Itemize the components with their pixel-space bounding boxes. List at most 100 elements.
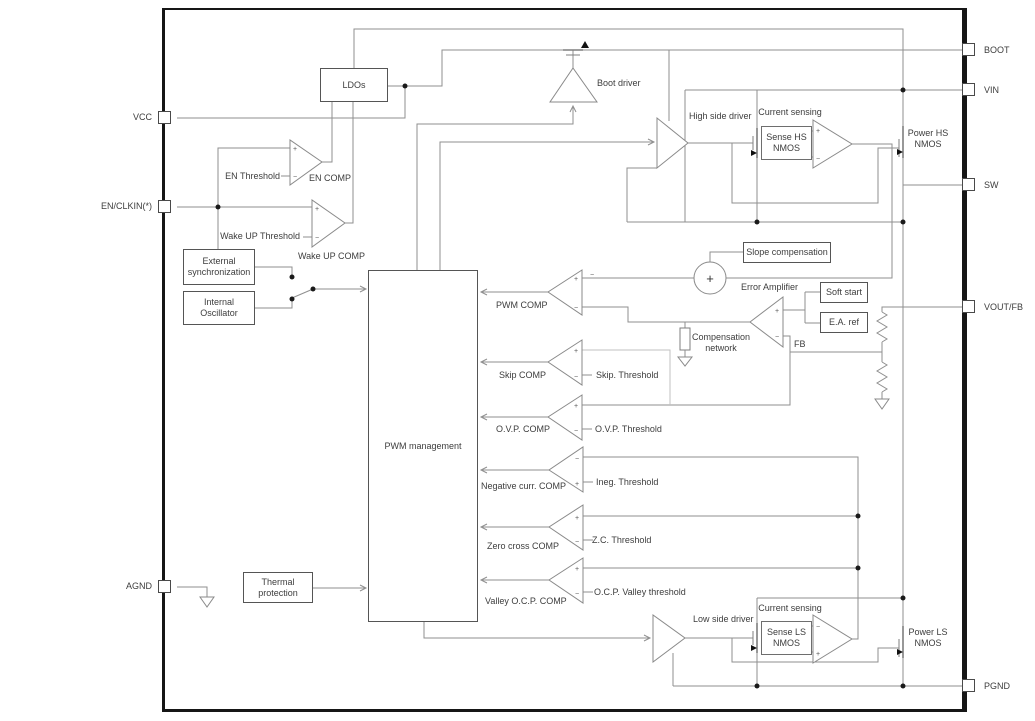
pin-label-agnd: AGND <box>125 581 152 591</box>
valley-comp-minus: − <box>575 591 579 598</box>
current-sensing-ls-label: Current sensing <box>758 603 822 613</box>
high-side-driver-label: High side driver <box>689 111 752 121</box>
pwm-management-block: PWM management <box>368 270 478 622</box>
wire-vcc <box>177 86 406 119</box>
wake-comp-label: Wake UP COMP <box>298 251 366 261</box>
pin-agnd <box>158 580 171 593</box>
internal-osc-block: Internal Oscillator <box>183 291 255 325</box>
arrow-valleycomp <box>479 576 488 584</box>
compensation-network-label: Compensation network <box>691 332 751 353</box>
pin-vcc <box>158 111 171 124</box>
junction-intosc <box>289 296 295 302</box>
wire-agnd <box>177 586 208 597</box>
hs-driver-triangle <box>656 116 689 170</box>
pwm-comp-plus: + <box>574 276 578 283</box>
divider-ground-icon <box>874 398 890 410</box>
skip-comp-plus: + <box>574 348 578 355</box>
agnd-ground-icon <box>199 596 215 608</box>
error-amp-minus: − <box>775 334 779 341</box>
summing-plus: + <box>706 271 714 286</box>
divider-resistor-top <box>876 311 888 343</box>
junction-extsync <box>289 274 295 280</box>
skip-comp-label: Skip COMP <box>499 370 547 380</box>
zc-threshold-label: Z.C. Threshold <box>592 535 652 545</box>
arrow-zccomp <box>479 523 488 531</box>
wire-skip-plus <box>582 349 671 405</box>
en-comp-minus: − <box>293 174 297 181</box>
wake-comp-triangle <box>311 199 346 248</box>
wire-ls-sense-bus <box>583 456 859 640</box>
pwm-comp-minus: − <box>574 305 578 312</box>
ls-amp-minus: − <box>816 624 820 631</box>
hs-amp-plus: + <box>816 128 820 135</box>
ocp-valley-threshold-label: O.C.P. Valley threshold <box>594 587 686 597</box>
junction-osc-common <box>310 286 316 292</box>
zc-comp-label: Zero cross COMP <box>487 541 560 551</box>
pwm-comp-triangle <box>547 269 583 316</box>
sense-hs-body-arrow-icon <box>751 150 757 156</box>
arrow-bootdrv <box>569 104 577 113</box>
arrow-thermal <box>359 584 368 592</box>
en-comp-plus: + <box>293 146 297 153</box>
pin-sw <box>962 178 975 191</box>
en-comp-label: EN COMP <box>309 173 352 183</box>
ovp-threshold-label: O.V.P. Threshold <box>595 424 662 434</box>
skip-threshold-label: Skip. Threshold <box>596 370 659 380</box>
pin-label-boot: BOOT <box>984 45 1010 55</box>
compnet-ground-icon <box>676 356 694 367</box>
neg-comp-plus: + <box>575 481 579 488</box>
neg-comp-minus: − <box>575 456 579 463</box>
ineg-threshold-label: Ineg. Threshold <box>596 477 659 487</box>
pin-label-vin: VIN <box>984 85 1000 95</box>
wake-threshold-label: Wake UP Threshold <box>220 231 300 241</box>
junction-sense-hs-src <box>754 219 760 225</box>
ls-sense-amp-triangle <box>812 614 853 664</box>
ovp-comp-plus: + <box>574 403 578 410</box>
junction-sense-ls-src <box>754 683 760 689</box>
wire-ldo-to-bootfet <box>388 49 563 87</box>
valley-comp-plus: + <box>575 566 579 573</box>
ovp-comp-label: O.V.P. COMP <box>496 424 551 434</box>
divider-resistor-bottom <box>876 361 888 393</box>
wire-pwm-to-lsdrv <box>423 622 650 639</box>
amplifier-triangles <box>289 67 853 664</box>
thermal-protection-block: Thermal protection <box>243 572 313 603</box>
pin-pgnd <box>962 679 975 692</box>
arrow-pwmcomp <box>479 288 488 296</box>
wire-ldo-vin <box>353 28 904 90</box>
wire-hs-gate-branch <box>731 143 899 204</box>
summing-node <box>693 261 727 295</box>
zc-comp-triangle <box>548 504 584 551</box>
pwm-comp-sum-minus: − <box>590 272 594 279</box>
wire-intosc-out <box>255 299 293 309</box>
zc-comp-minus: − <box>575 539 579 546</box>
boot-driver-triangle <box>549 67 598 103</box>
pin-label-sw: SW <box>984 180 999 190</box>
compnet-resistor <box>679 327 691 351</box>
junction-valley <box>855 565 861 571</box>
sense-hs-nmos-block: Sense HS NMOS <box>761 126 812 160</box>
hs-sense-amp-triangle <box>812 119 853 169</box>
error-amp-plus: + <box>775 308 779 315</box>
error-amplifier-label: Error Amplifier <box>741 282 799 292</box>
pwm-comp-label: PWM COMP <box>496 300 548 310</box>
pin-vin <box>962 83 975 96</box>
pin-label-vcc: VCC <box>132 112 152 122</box>
valley-comp-triangle <box>548 557 584 604</box>
ls-driver-triangle <box>652 614 686 663</box>
neg-comp-triangle <box>548 446 584 493</box>
ldos-block: LDOs <box>320 68 388 102</box>
wire-osc-switch-blade <box>291 288 314 299</box>
external-sync-block: External synchronization <box>183 249 255 285</box>
boot-fet-arrow-icon <box>581 41 589 48</box>
skip-comp-minus: − <box>574 374 578 381</box>
wire-ea-to-pwmcomp <box>582 306 750 323</box>
hs-amp-minus: − <box>816 156 820 163</box>
wire-encomp-out <box>322 102 333 163</box>
low-side-driver-label: Low side driver <box>693 614 754 624</box>
sense-ls-body-arrow-icon <box>751 645 757 651</box>
junction-en <box>215 204 221 210</box>
arrow-negcomp <box>479 466 488 474</box>
junction-pgnd <box>900 683 906 689</box>
